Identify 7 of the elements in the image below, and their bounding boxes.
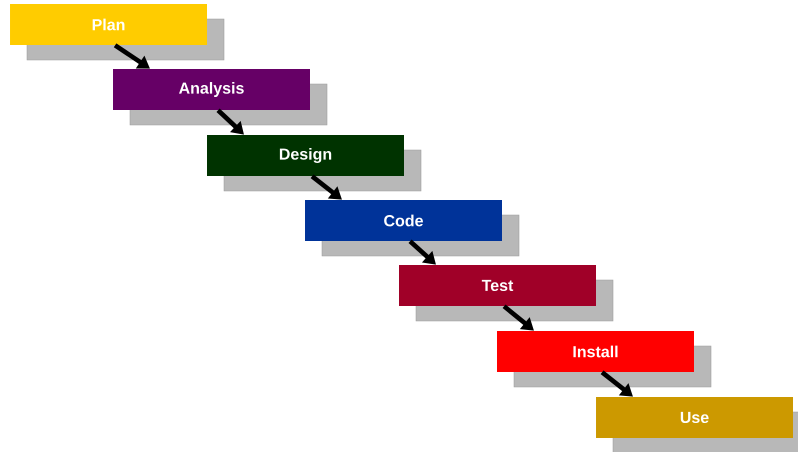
stage-box: Plan — [10, 4, 208, 45]
stage-box: Design — [207, 134, 404, 176]
stage-box: Use — [596, 396, 793, 438]
stage-box: Test — [399, 264, 596, 306]
stage-box: Install — [497, 330, 694, 372]
stage-box: Analysis — [113, 68, 310, 110]
stage-box: Code — [305, 200, 502, 241]
